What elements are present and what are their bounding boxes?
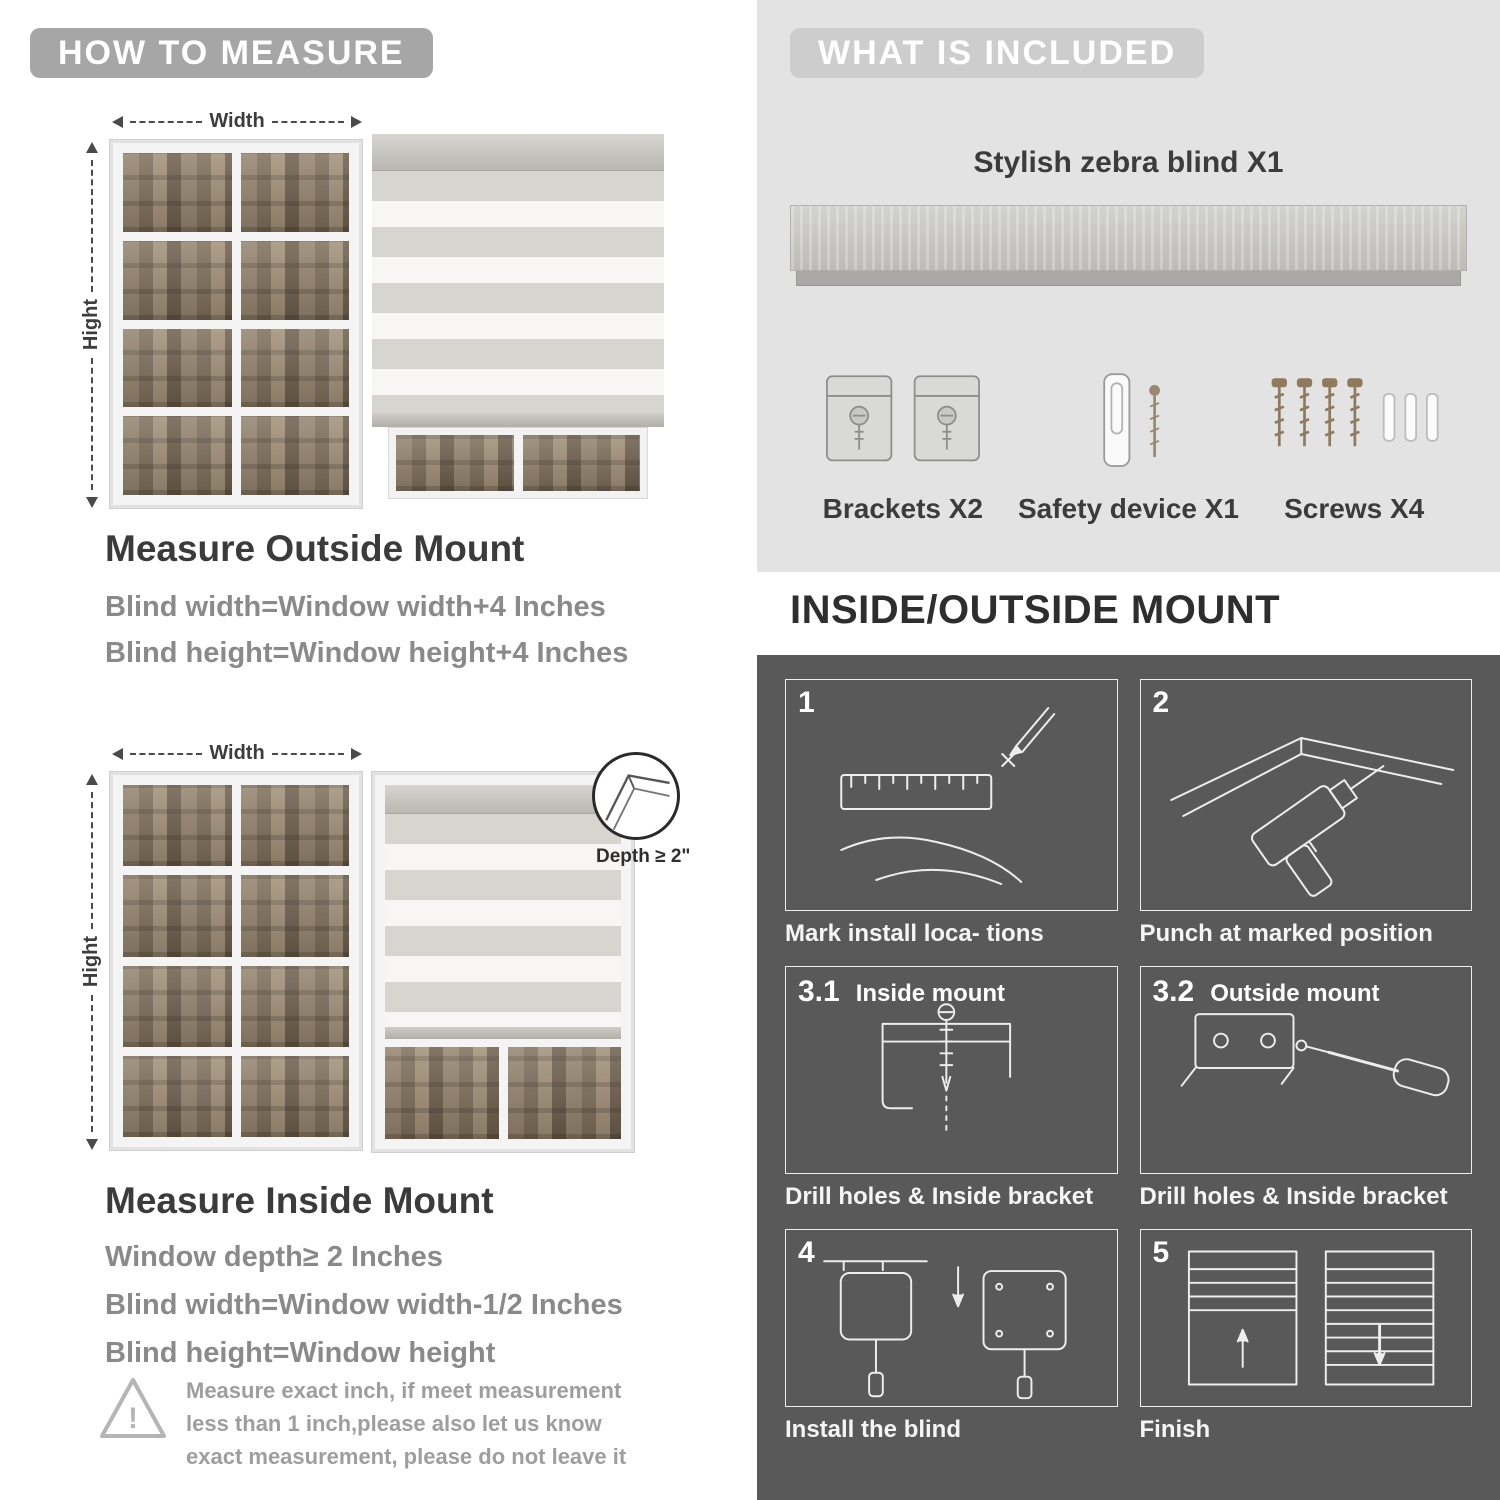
window-illustration-outside [110,140,362,508]
arrow-down-icon [85,497,98,508]
brackets-icon [818,340,988,475]
step-label: Outside mount [1210,980,1380,1007]
brackets-label: Brackets X2 [822,493,983,524]
step-number: 1 [798,686,815,719]
arrow-right-icon [351,747,363,760]
step-number: 2 [1152,686,1170,719]
mount-step-2: 2 [1139,679,1472,948]
measure-outside-heading: Measure Outside Mount [105,528,525,569]
how-to-measure-banner: HOW TO MEASURE [30,28,433,78]
height-arrow-inside: Hight [80,774,103,1150]
how-to-measure-title: HOW TO MEASURE [58,33,405,72]
zebra-blind-inside-illustration [372,772,634,1152]
screws-label: Screws X4 [1284,493,1425,524]
depth-label: Depth ≥ 2" [596,846,691,867]
width-arrow-inside: Width [112,742,363,765]
blind-stripes [385,814,621,1027]
arrow-right-icon [351,115,363,128]
inside-rule-height: Blind height=Window height [105,1337,496,1369]
step-caption: Finish [1139,1416,1211,1443]
window-panes [385,1047,621,1139]
step-caption: Mark install loca- tions [785,920,1044,947]
window-illustration-inside [110,772,362,1150]
safety-device-icon [1061,340,1196,475]
blind-item-label: Stylish zebra blind X1 [973,146,1284,179]
window-panes [123,153,349,495]
what-is-included-banner: WHAT IS INCLUDED [790,28,1205,78]
mount-step-4: 4 [785,1229,1118,1444]
measure-inside-heading: Measure Inside Mount [105,1180,494,1221]
arrow-left-icon [112,747,123,760]
mount-step-1: 1 Mark install loca- tions [785,679,1118,948]
included-item-brackets: Brackets X2 [790,340,1016,525]
step-caption: Drill holes & Inside bracket [1139,1183,1448,1210]
step-caption: Drill holes & Inside bracket [785,1183,1094,1210]
arrow-down-icon [85,1139,98,1150]
step-caption: Install the blind [785,1416,962,1443]
included-items: Brackets X2 Safety device X1 [790,340,1467,525]
mount-steps-panel: 1 Mark install loca- tions [757,655,1500,1500]
what-is-included-title: WHAT IS INCLUDED [818,33,1177,72]
height-label: Hight [80,299,102,351]
inside-rule-width: Blind width=Window width-1/2 Inches [105,1289,623,1321]
outside-bracket-illustration [1180,1013,1450,1097]
step-number: 3.2 [1152,975,1195,1008]
inside-rule-depth: Window depth≥ 2 Inches [105,1241,443,1273]
blind-cassette [372,134,664,171]
step-number: 3.1 [798,975,840,1008]
screws-icon [1259,340,1449,475]
zebra-blind-outside-illustration [372,134,664,499]
blind-rail [385,1027,621,1039]
arrow-left-icon [112,115,123,128]
depth-detail-magnifier-icon [592,752,680,840]
blind-cassette [385,785,621,814]
step-label: Inside mount [855,980,1006,1007]
what-is-included-panel: WHAT IS INCLUDED Stylish zebra blind X1 [757,0,1500,572]
width-arrow-outside: Width [112,110,363,133]
warning-triangle-icon: ! [96,1374,170,1444]
outside-rule-width: Blind width=Window width+4 Inches [105,591,606,623]
measurement-note: Measure exact inch, if meet measurement … [186,1378,627,1469]
finish-illustration [1187,1250,1434,1386]
step-number: 4 [798,1236,815,1269]
mark-locations-illustration [840,707,1056,885]
inside-bracket-illustration [881,1003,1012,1137]
included-item-screws: Screws X4 [1241,340,1467,525]
blind-stripes [372,171,664,413]
safety-device-label: Safety device X1 [1017,493,1240,524]
window-panes [123,785,349,1137]
height-label: Hight [80,936,102,988]
width-label: Width [209,110,265,132]
svg-text:!: ! [128,1402,138,1435]
window-bottom [388,427,648,499]
drill-illustration [1169,737,1454,897]
mount-steps-grid: 1 Mark install loca- tions [785,679,1472,1444]
mount-step-3-2: 3.2 Outside mount [1139,966,1472,1211]
step-caption: Punch at marked position [1139,920,1433,947]
headrail-illustration [790,205,1467,289]
outside-rule-height: Blind height=Window height+4 Inches [105,637,629,669]
blind-rail [372,413,664,427]
width-label: Width [209,742,265,764]
mount-step-5: 5 Finish [1139,1229,1472,1444]
step-number: 5 [1152,1236,1170,1269]
install-blind-illustration [823,1260,1067,1400]
included-item-safety-device: Safety device X1 [1016,340,1242,525]
arrow-up-icon [85,774,98,785]
mount-section-title: INSIDE/OUTSIDE MOUNT [790,588,1281,632]
height-arrow-outside: Hight [80,142,103,508]
mount-step-3-1: 3.1 Inside mount [785,966,1118,1211]
arrow-up-icon [85,142,98,153]
